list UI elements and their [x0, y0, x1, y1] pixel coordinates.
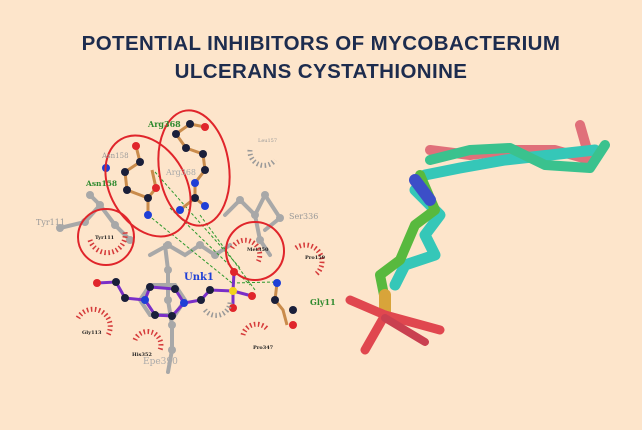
contact-arc-met350 [229, 237, 263, 264]
page-title: POTENTIAL INHIBITORS OF MYCOBACTERIUM UL… [0, 30, 642, 86]
label-gly11: Gly11 [310, 297, 336, 307]
highlight-tyr111 [77, 208, 135, 266]
3d-stick-model [345, 120, 610, 355]
residue-atoms [102, 120, 297, 329]
label-asn158-gray: Asn158 [101, 152, 129, 160]
highlight-arg368 [157, 109, 231, 227]
title-line-2: ULCERANS CYSTATHIONINE [174, 60, 468, 83]
label-his352: His352 [132, 352, 152, 358]
contact-arc-pro347 [240, 321, 271, 336]
label-pro347: Pro347 [253, 345, 274, 351]
gray-residue-bonds [58, 190, 283, 374]
label-epe390: Epe390 [143, 357, 178, 367]
highlight-met350 [225, 221, 285, 281]
label-asn158-green: Asn158 [85, 179, 117, 188]
residue-labels: Arg368 Asn158 Arg368 Asn158 Leu157 Tyr11… [36, 119, 336, 367]
label-pro159: Pro159 [305, 255, 326, 261]
label-ser336: Ser336 [289, 212, 318, 221]
hydrophobic-contacts [75, 149, 325, 351]
label-met350: Met350 [247, 247, 269, 253]
contact-arc-his352 [132, 329, 164, 351]
label-leu157: Leu157 [258, 138, 277, 144]
contact-arc-gly [203, 299, 233, 318]
ligand-unk1 [93, 268, 256, 320]
stick-cyan-top [419, 144, 601, 181]
label-arg368-gray: Arg368 [165, 168, 196, 177]
label-tyr111-circle: Tyr111 [95, 235, 114, 241]
highlight-asn158 [104, 134, 192, 238]
highlight-circles [77, 109, 285, 281]
label-gly113: Gly113 [82, 330, 102, 336]
stick-green-top [425, 140, 610, 173]
stick-blue-nitrogen [409, 174, 436, 206]
label-tyr111-gray: Tyr111 [36, 218, 65, 227]
contact-arc-leu157 [247, 149, 277, 168]
label-arg368-green: Arg368 [147, 119, 181, 129]
title-line-1: POTENTIAL INHIBITORS OF MYCOBACTERIUM [81, 32, 561, 55]
contact-arc-pro159 [294, 242, 325, 278]
label-unk1: Unk1 [184, 272, 214, 283]
